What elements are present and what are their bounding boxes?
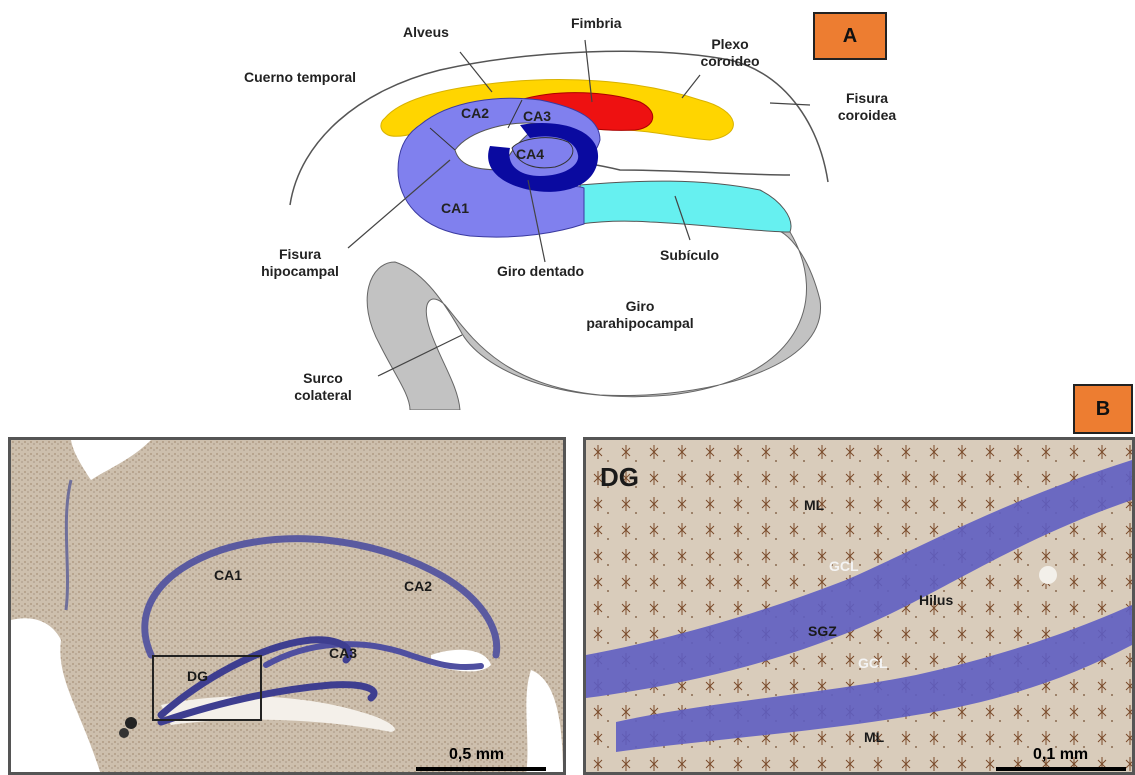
scale-label-left: 0,5 mm [449, 746, 504, 764]
badge-a: A [813, 12, 887, 60]
micro-label-hilus: Hilus [919, 592, 953, 608]
panel-a: Cuerno temporal Alveus Fimbria Plexo cor… [0, 0, 1135, 410]
label-fisura-coroidea-line1: Fisura [832, 90, 902, 107]
label-surco-colateral: Surco colateral [283, 370, 363, 404]
label-fisura-coroidea-line2: coroidea [832, 107, 902, 124]
label-cuerno-temporal: Cuerno temporal [244, 69, 356, 86]
vessel-white [1039, 566, 1057, 584]
scale-label-right: 0,1 mm [1033, 746, 1088, 764]
badge-b: B [1073, 384, 1133, 434]
label-giro-dentado: Giro dentado [497, 263, 584, 280]
micrograph-right-drawing [586, 440, 1132, 775]
micro-label-ca1: CA1 [214, 567, 242, 583]
label-fisura-coroidea: Fisura coroidea [832, 90, 902, 124]
micro-label-ml-bottom: ML [864, 729, 884, 745]
label-surco-colateral-line1: Surco [283, 370, 363, 387]
micrograph-left-drawing [11, 440, 563, 775]
label-plexo-coroideo: Plexo coroideo [695, 36, 765, 70]
micrograph-left: CA1 CA2 CA3 DG 0,5 mm [8, 437, 566, 775]
vessel [125, 717, 137, 729]
label-fisura-hipocampal-line1: Fisura [255, 246, 345, 263]
label-subiculo: Subículo [660, 247, 719, 264]
micro-label-gcl-bottom: GCL [858, 655, 888, 671]
label-surco-colateral-line2: colateral [283, 387, 363, 404]
label-plexo-line2: coroideo [695, 53, 765, 70]
label-giro-parahipocampal-line2: parahipocampal [580, 315, 700, 332]
dg-inset-box [152, 655, 262, 721]
label-giro-parahipocampal: Giro parahipocampal [580, 298, 700, 332]
micro-label-ca3: CA3 [329, 645, 357, 661]
micro-label-dg-right: DG [600, 462, 639, 493]
hippocampus-diagram [0, 0, 1135, 410]
label-fimbria: Fimbria [571, 15, 622, 32]
label-ca3: CA3 [523, 108, 551, 125]
label-giro-parahipocampal-line1: Giro [580, 298, 700, 315]
micro-label-ml-top: ML [804, 497, 824, 513]
micro-label-ca2: CA2 [404, 578, 432, 594]
label-plexo-line1: Plexo [695, 36, 765, 53]
label-fisura-hipocampal-line2: hipocampal [255, 263, 345, 280]
micro-label-gcl-top: GCL [829, 558, 859, 574]
scale-bar-right [996, 767, 1126, 771]
label-alveus: Alveus [403, 24, 449, 41]
label-fisura-hipocampal: Fisura hipocampal [255, 246, 345, 280]
subiculum [580, 181, 791, 232]
micro-label-sgz: SGZ [808, 623, 837, 639]
label-ca2: CA2 [461, 105, 489, 122]
scale-bar-left [416, 767, 546, 771]
micrograph-right: DG ML GCL Hilus SGZ GCL ML 0,1 mm [583, 437, 1135, 775]
label-ca4: CA4 [516, 146, 544, 163]
label-ca1: CA1 [441, 200, 469, 217]
vessel-2 [119, 728, 129, 738]
